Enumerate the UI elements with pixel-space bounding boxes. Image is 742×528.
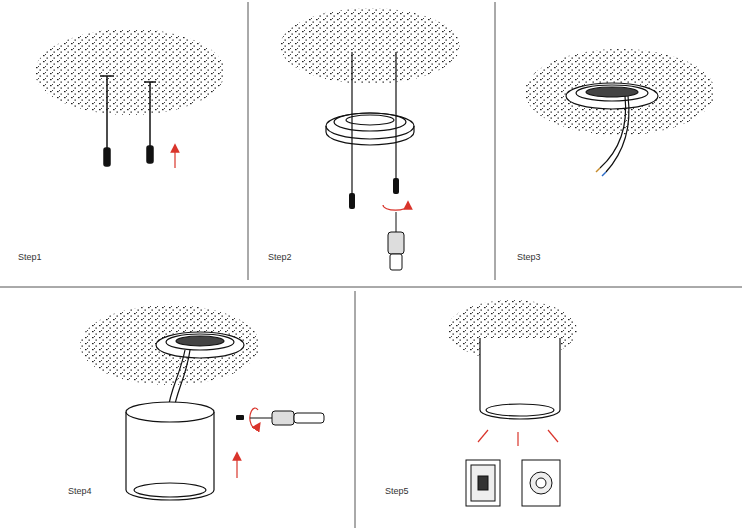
step-label: Step4 <box>68 486 92 496</box>
step-label: Step3 <box>517 252 541 262</box>
step-label: Step1 <box>18 252 42 262</box>
step-label: Step5 <box>385 486 409 496</box>
step-label: Step2 <box>268 252 292 262</box>
